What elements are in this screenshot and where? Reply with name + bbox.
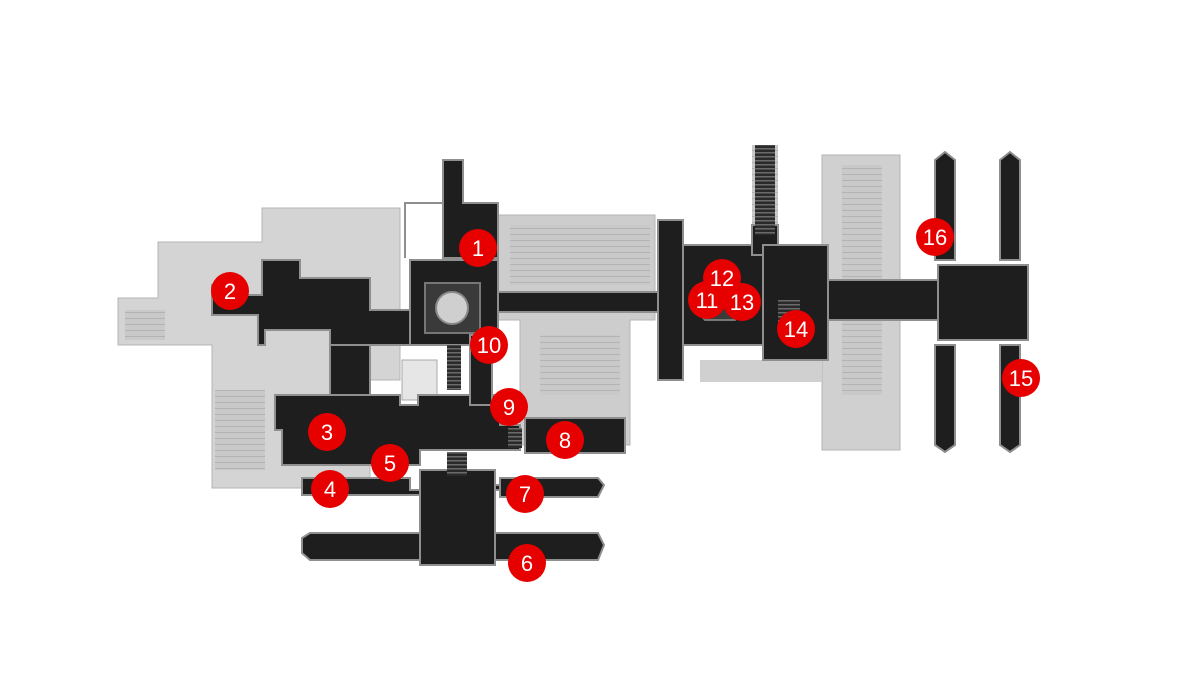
marker-label: 12 — [710, 266, 734, 291]
marker-circle — [508, 544, 546, 582]
west-connector — [329, 344, 371, 396]
east-hub — [937, 264, 1029, 341]
marker-2: 2 — [211, 272, 249, 310]
marker-label: 6 — [521, 551, 533, 576]
marker-label: 1 — [472, 236, 484, 261]
marker-label: 2 — [224, 279, 236, 304]
marker-14: 14 — [777, 310, 815, 348]
outer-area-center-roof-1 — [540, 335, 620, 395]
marker-1: 1 — [459, 229, 497, 267]
marker-circle — [777, 310, 815, 348]
marker-4: 4 — [311, 470, 349, 508]
marker-3: 3 — [308, 413, 346, 451]
marker-circle — [311, 470, 349, 508]
stairs-south-hub — [447, 452, 467, 476]
north-corridor — [497, 291, 659, 313]
marker-circle — [723, 283, 761, 321]
marker-7: 7 — [506, 475, 544, 513]
marker-16: 16 — [916, 218, 954, 256]
playable-area-layer — [211, 150, 1029, 566]
marker-circle — [916, 218, 954, 256]
marker-circle — [546, 421, 584, 459]
marker-label: 8 — [559, 428, 571, 453]
stairs-north-tower — [755, 145, 775, 235]
east-corridor — [827, 279, 939, 321]
marker-circle — [470, 326, 508, 364]
marker-label: 7 — [519, 482, 531, 507]
marker-label: 10 — [477, 333, 501, 358]
stairs-east-room — [508, 428, 522, 448]
marker-circle — [371, 444, 409, 482]
south-hub — [419, 469, 496, 566]
marker-circle — [459, 229, 497, 267]
marker-6: 6 — [508, 544, 546, 582]
west-wing — [211, 259, 411, 346]
marker-10: 10 — [470, 326, 508, 364]
marker-label: 16 — [923, 225, 947, 250]
marker-5: 5 — [371, 444, 409, 482]
marker-9: 9 — [490, 388, 528, 426]
marker-15: 15 — [1002, 359, 1040, 397]
east-pillar-corridor — [657, 219, 684, 381]
outer-area-courtyard-box — [401, 359, 438, 401]
marker-label: 4 — [324, 477, 336, 502]
outer-area-south-east-1 — [700, 360, 822, 382]
stairs-central — [447, 345, 461, 390]
marker-13: 13 — [723, 283, 761, 321]
marker-8: 8 — [546, 421, 584, 459]
marker-label: 3 — [321, 420, 333, 445]
marker-circle — [308, 413, 346, 451]
outer-area-west-roof-2 — [215, 390, 265, 470]
outer-area-west-roof-1 — [125, 310, 165, 340]
marker-label: 9 — [503, 395, 515, 420]
outer-area-north-roof — [510, 225, 650, 285]
marker-label: 5 — [384, 451, 396, 476]
marker-label: 15 — [1009, 366, 1033, 391]
marker-circle — [506, 475, 544, 513]
central-fountain — [435, 291, 469, 325]
marker-circle — [1002, 359, 1040, 397]
marker-circle — [490, 388, 528, 426]
marker-circle — [211, 272, 249, 310]
marker-label: 14 — [784, 317, 808, 342]
marker-label: 13 — [730, 290, 754, 315]
